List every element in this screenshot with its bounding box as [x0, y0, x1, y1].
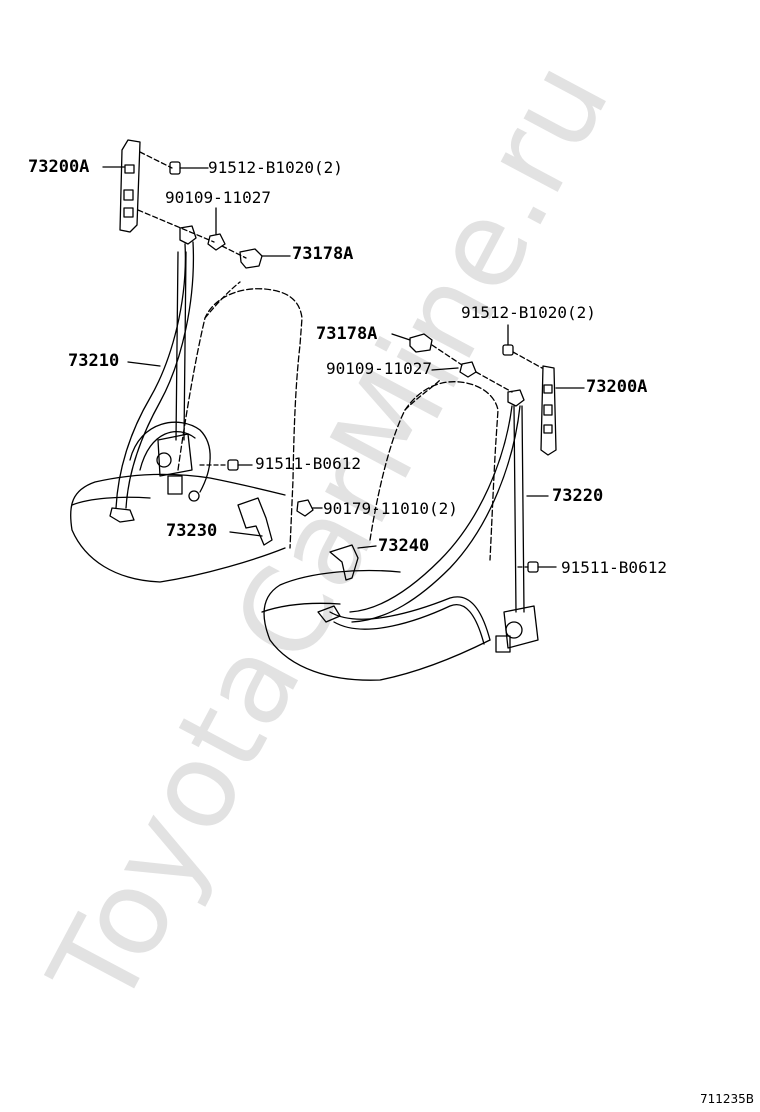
right-belt-webbing: [317, 389, 525, 645]
label-left-retractor-bolt: 91511-B0612: [255, 454, 361, 473]
left-retractor-icon: [156, 433, 200, 502]
right-buckle-icon: [329, 544, 377, 581]
label-right-cover: 73178A: [316, 324, 378, 344]
center-nut-icon: [296, 499, 323, 517]
label-right-anchor-nut: 90109-11027: [326, 359, 432, 378]
right-seat: [261, 379, 499, 681]
label-left-anchor-nut: 90109-11027: [165, 188, 271, 207]
right-anchor-plate: [540, 365, 585, 456]
diagram-id: 711235B: [699, 1092, 754, 1106]
right-anchor-bolt-icon: [502, 324, 543, 369]
left-anchor-nut-icon: [207, 207, 226, 251]
label-right-buckle: 73240: [378, 536, 430, 556]
label-left-cover: 73178A: [292, 244, 354, 264]
left-belt-webbing: [109, 225, 211, 523]
left-buckle-icon: [229, 497, 273, 546]
right-anchor-nut-icon: [459, 361, 513, 393]
left-anchor-bolt-icon: [169, 161, 209, 175]
left-cover-icon: [239, 248, 291, 269]
label-center-nut: 90179-11010(2): [323, 499, 458, 518]
left-retractor-bolt-icon: [199, 459, 253, 471]
label-right-anchor-bolt: 91512-B1020(2): [461, 303, 596, 322]
left-anchor-plate: [119, 139, 141, 233]
label-left-buckle: 73230: [166, 521, 218, 541]
right-retractor-icon: [495, 605, 539, 653]
label-left-anchor-bolt: 91512-B1020(2): [208, 158, 343, 177]
right-retractor-bolt-icon: [517, 561, 557, 573]
label-left-belt: 73210: [68, 351, 120, 371]
right-cover-icon: [391, 333, 463, 366]
left-seat: [69, 281, 303, 583]
label-right-anchor: 73200A: [586, 377, 648, 397]
label-left-anchor: 73200A: [28, 157, 90, 177]
label-right-retractor-bolt: 91511-B0612: [561, 558, 667, 577]
label-right-belt: 73220: [552, 486, 604, 506]
